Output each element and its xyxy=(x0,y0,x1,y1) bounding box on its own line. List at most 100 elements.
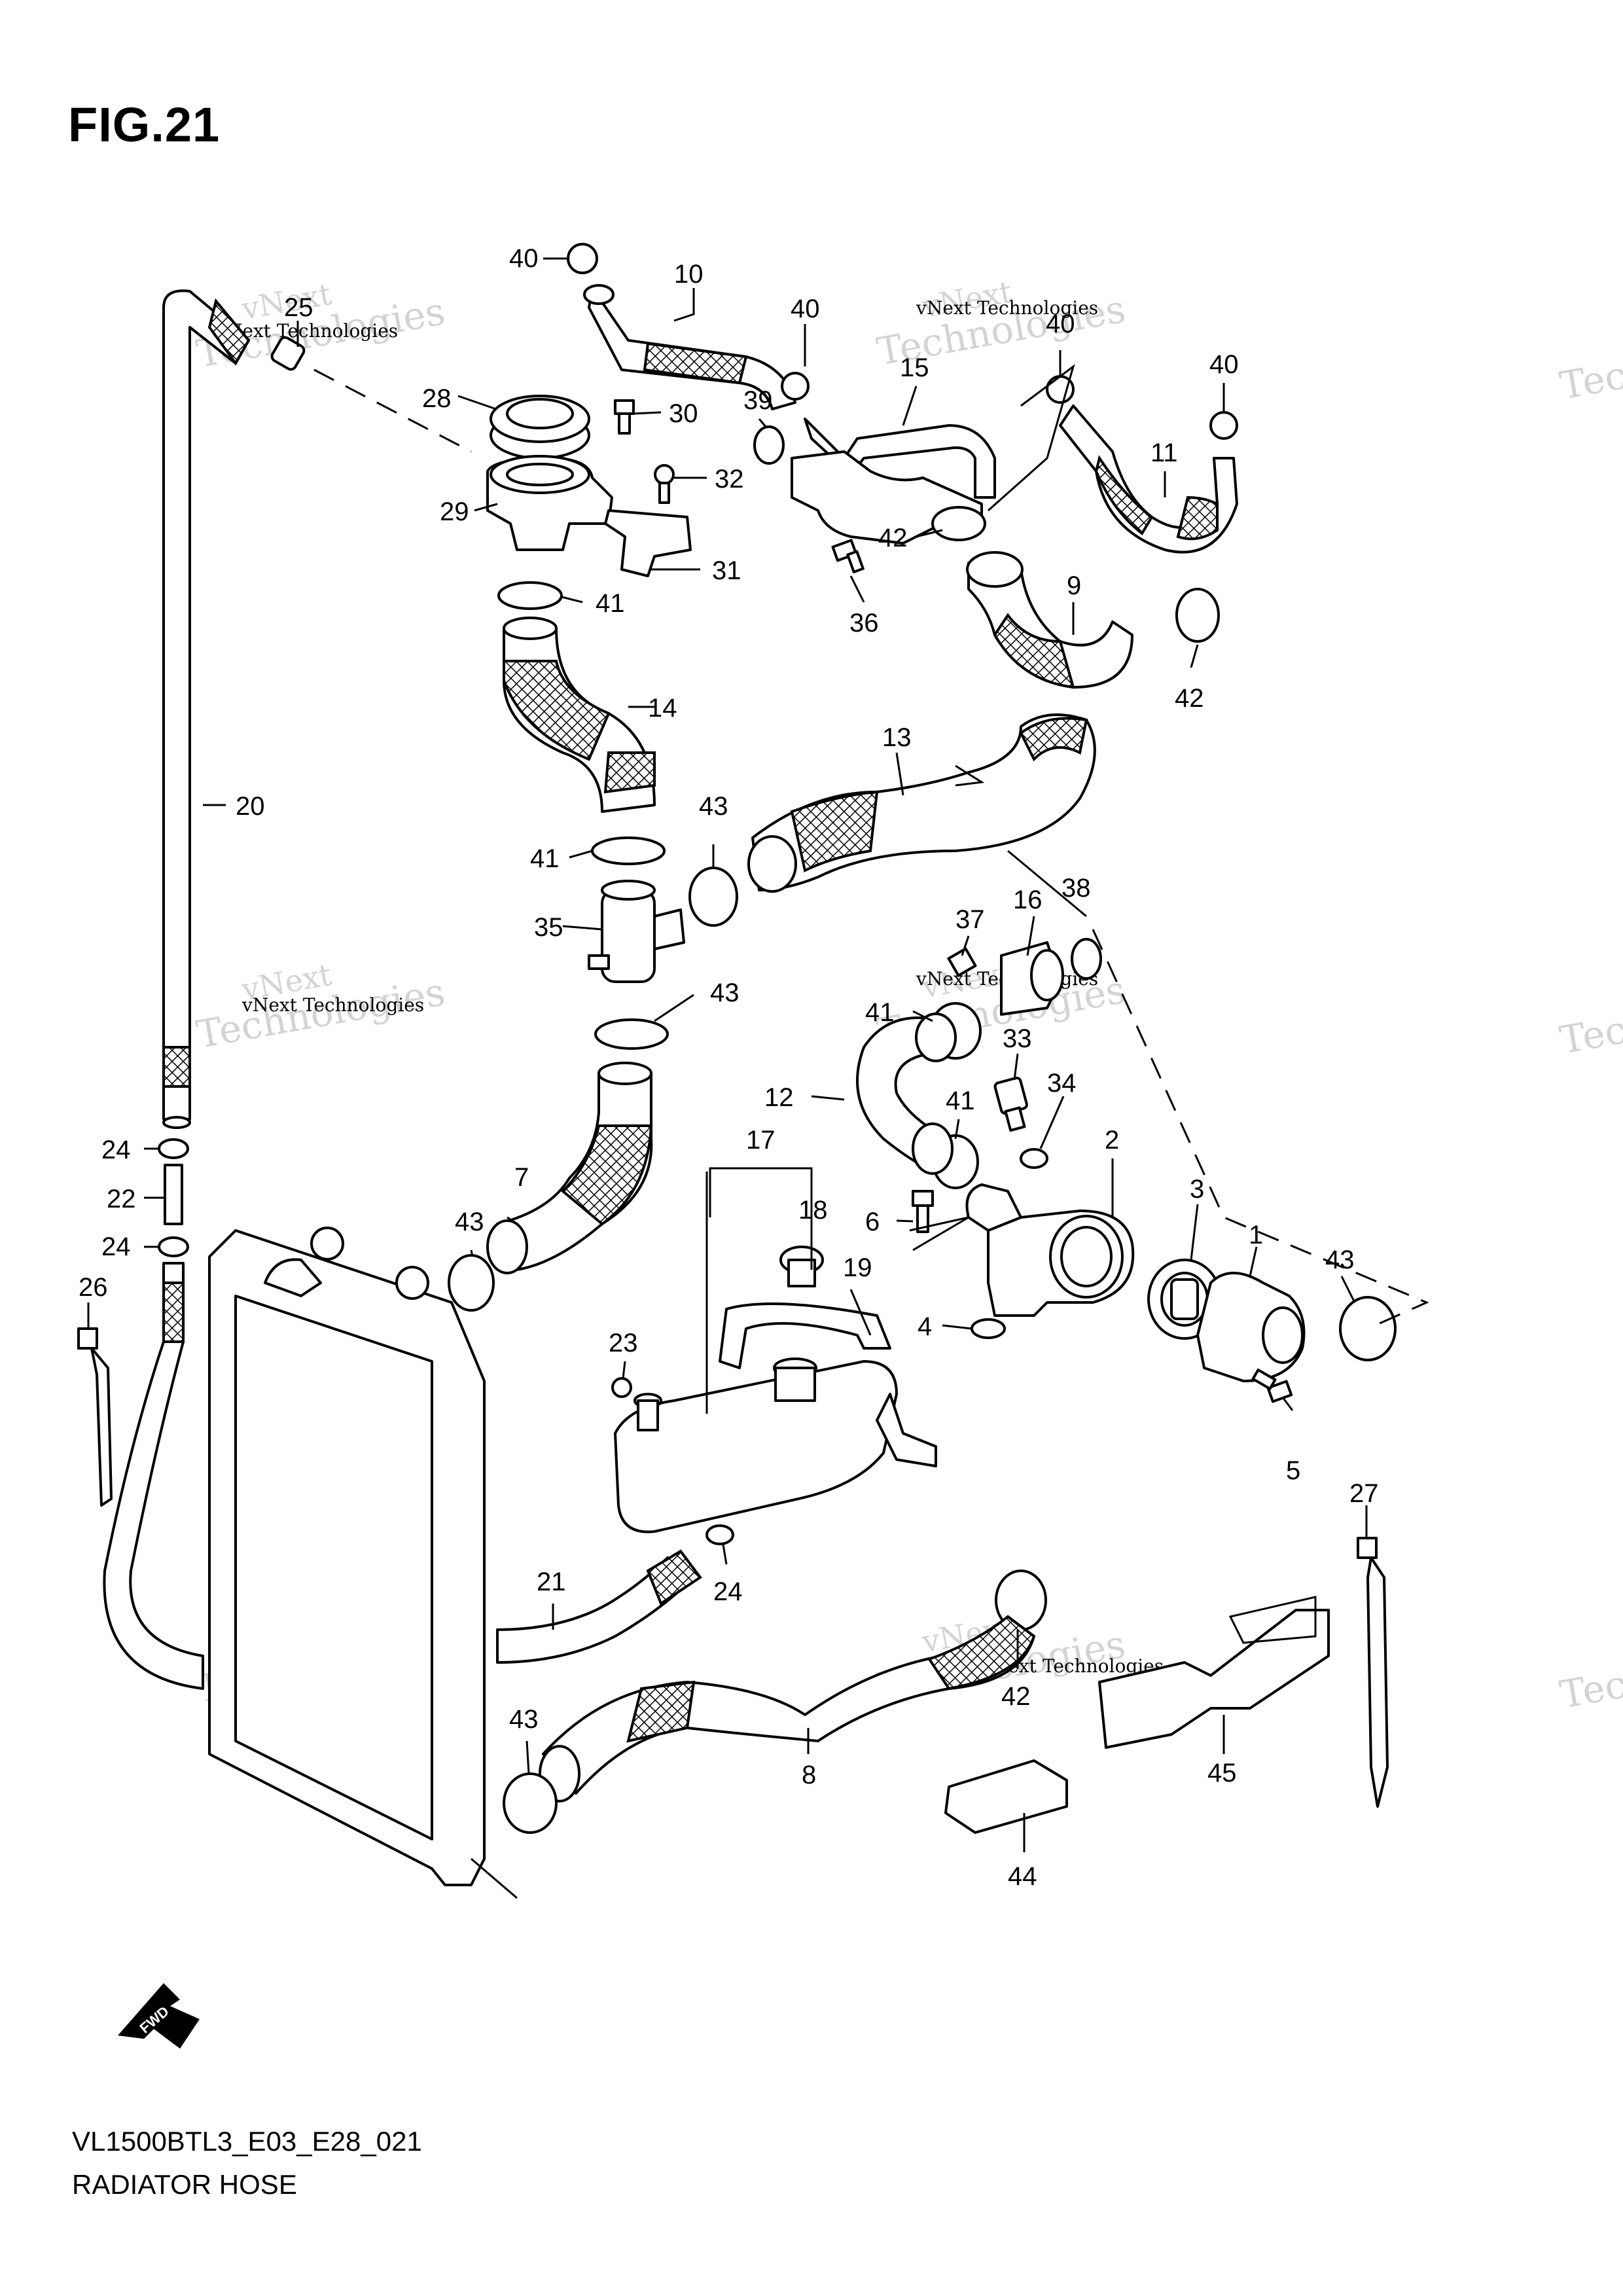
part-32-bolt xyxy=(654,464,675,504)
part-22-joint xyxy=(164,1164,183,1225)
callout-25: 25 xyxy=(284,293,313,322)
callout-labels: 40 10 40 25 40 40 28 30 39 15 11 29 32 4… xyxy=(79,244,1379,1891)
callout-32: 32 xyxy=(715,465,744,493)
callout-11: 11 xyxy=(1150,439,1178,467)
fwd-arrow-icon: FWD xyxy=(118,1983,200,2049)
callout-31: 31 xyxy=(712,556,741,585)
part-39-o-ring xyxy=(753,425,785,465)
part-34-washer xyxy=(1020,1148,1048,1169)
callout-20: 20 xyxy=(236,792,265,821)
part-43-clamp-e xyxy=(503,1772,558,1834)
callout-6: 6 xyxy=(865,1208,880,1236)
watermark-9-line2: Technologies xyxy=(1556,1630,1623,1717)
callout-8: 8 xyxy=(802,1761,816,1789)
part-33-sensor xyxy=(993,1077,1028,1132)
figure-title: FIG.21 xyxy=(68,98,221,152)
part-11-hose xyxy=(1059,404,1238,554)
part-13-hose xyxy=(747,713,1096,893)
part-4-o-ring xyxy=(971,1318,1006,1339)
callout-5: 5 xyxy=(1286,1456,1300,1485)
part-7-hose xyxy=(486,1062,653,1274)
part-21-hose xyxy=(496,1549,702,1664)
callout-24: 24 xyxy=(713,1577,743,1606)
part-18-cap xyxy=(779,1246,824,1287)
part-8-hose xyxy=(539,1615,1036,1803)
part-43-clamp-a xyxy=(688,867,738,927)
part-35-t-fitting xyxy=(588,880,685,983)
radiator-core xyxy=(208,1227,518,1899)
part-9-hose xyxy=(966,551,1133,689)
callout-36: 36 xyxy=(849,609,879,637)
part-43-clamp-b xyxy=(594,1018,669,1050)
callout-9: 9 xyxy=(1067,571,1081,600)
part-16-fitting xyxy=(1000,941,1064,1016)
callout-40: 40 xyxy=(509,244,539,273)
part-38-o-ring xyxy=(1071,938,1102,980)
callout-41: 41 xyxy=(946,1086,975,1115)
part-41-clamp-top xyxy=(497,581,563,610)
part-41-clamp-mid xyxy=(591,836,666,865)
callout-7: 7 xyxy=(514,1163,529,1192)
callout-39: 39 xyxy=(743,386,773,415)
watermark-3-small: vNext Technologies xyxy=(241,994,424,1016)
callout-13: 13 xyxy=(882,723,912,752)
callout-23: 23 xyxy=(609,1329,638,1357)
part-26-cable-tie xyxy=(77,1327,113,1507)
callout-29: 29 xyxy=(440,497,469,526)
callout-43: 43 xyxy=(455,1208,484,1236)
callout-40: 40 xyxy=(1209,350,1239,379)
callout-3: 3 xyxy=(1190,1175,1204,1204)
callout-16: 16 xyxy=(1013,886,1043,914)
callout-43: 43 xyxy=(710,978,740,1007)
callout-27: 27 xyxy=(1349,1479,1379,1508)
callout-24: 24 xyxy=(101,1136,131,1164)
callout-43: 43 xyxy=(699,792,728,821)
model-code: VL1500BTL3_E03_E28_021 xyxy=(72,2126,422,2157)
part-43-clamp-c xyxy=(448,1254,495,1312)
part-37-bolt xyxy=(947,947,977,977)
part-14-hose xyxy=(503,617,656,813)
callout-43: 43 xyxy=(1325,1246,1355,1274)
callout-30: 30 xyxy=(669,399,698,428)
part-43-clamp-d xyxy=(1339,1296,1397,1361)
callout-12: 12 xyxy=(764,1083,794,1112)
callout-40: 40 xyxy=(791,295,820,323)
callout-14: 14 xyxy=(648,694,677,723)
callout-28: 28 xyxy=(422,384,452,413)
callout-22: 22 xyxy=(107,1185,136,1213)
part-12-hose xyxy=(856,1013,957,1175)
callout-41: 41 xyxy=(596,589,625,618)
callout-42: 42 xyxy=(878,524,908,552)
callout-21: 21 xyxy=(537,1568,566,1596)
leader-lines xyxy=(87,257,1429,1852)
callout-41: 41 xyxy=(865,998,895,1027)
part-10-hose xyxy=(583,284,796,410)
part-45-label xyxy=(1098,1609,1330,1749)
callout-1: 1 xyxy=(1249,1221,1263,1249)
callout-37: 37 xyxy=(955,905,985,934)
part-2-thermostat-housing xyxy=(965,1183,1135,1317)
callout-45: 45 xyxy=(1207,1759,1237,1787)
callout-10: 10 xyxy=(674,260,704,289)
callout-18: 18 xyxy=(798,1196,828,1225)
callout-2: 2 xyxy=(1105,1126,1119,1155)
part-19-reservoir-tank xyxy=(614,1302,937,1534)
callout-42: 42 xyxy=(1175,684,1204,713)
callout-44: 44 xyxy=(1008,1862,1037,1891)
radiator-left-hose xyxy=(103,1262,204,1690)
watermark-2-small: vNext Technologies xyxy=(916,297,1098,319)
watermark-8-line2: Technologies xyxy=(1556,975,1623,1063)
part-44-label xyxy=(944,1759,1068,1834)
section-name: RADIATOR HOSE xyxy=(72,2169,297,2200)
callout-43: 43 xyxy=(509,1705,539,1734)
part-31-bracket xyxy=(604,509,692,577)
callout-41: 41 xyxy=(530,844,560,873)
callout-19: 19 xyxy=(843,1253,872,1282)
part-20-overflow-hose xyxy=(162,289,251,1129)
part-28-cap xyxy=(490,395,590,459)
callout-15: 15 xyxy=(900,353,929,382)
part-42-clamps xyxy=(931,506,1220,1631)
callout-42: 42 xyxy=(1001,1682,1031,1711)
part-5-bolt xyxy=(1251,1368,1293,1403)
